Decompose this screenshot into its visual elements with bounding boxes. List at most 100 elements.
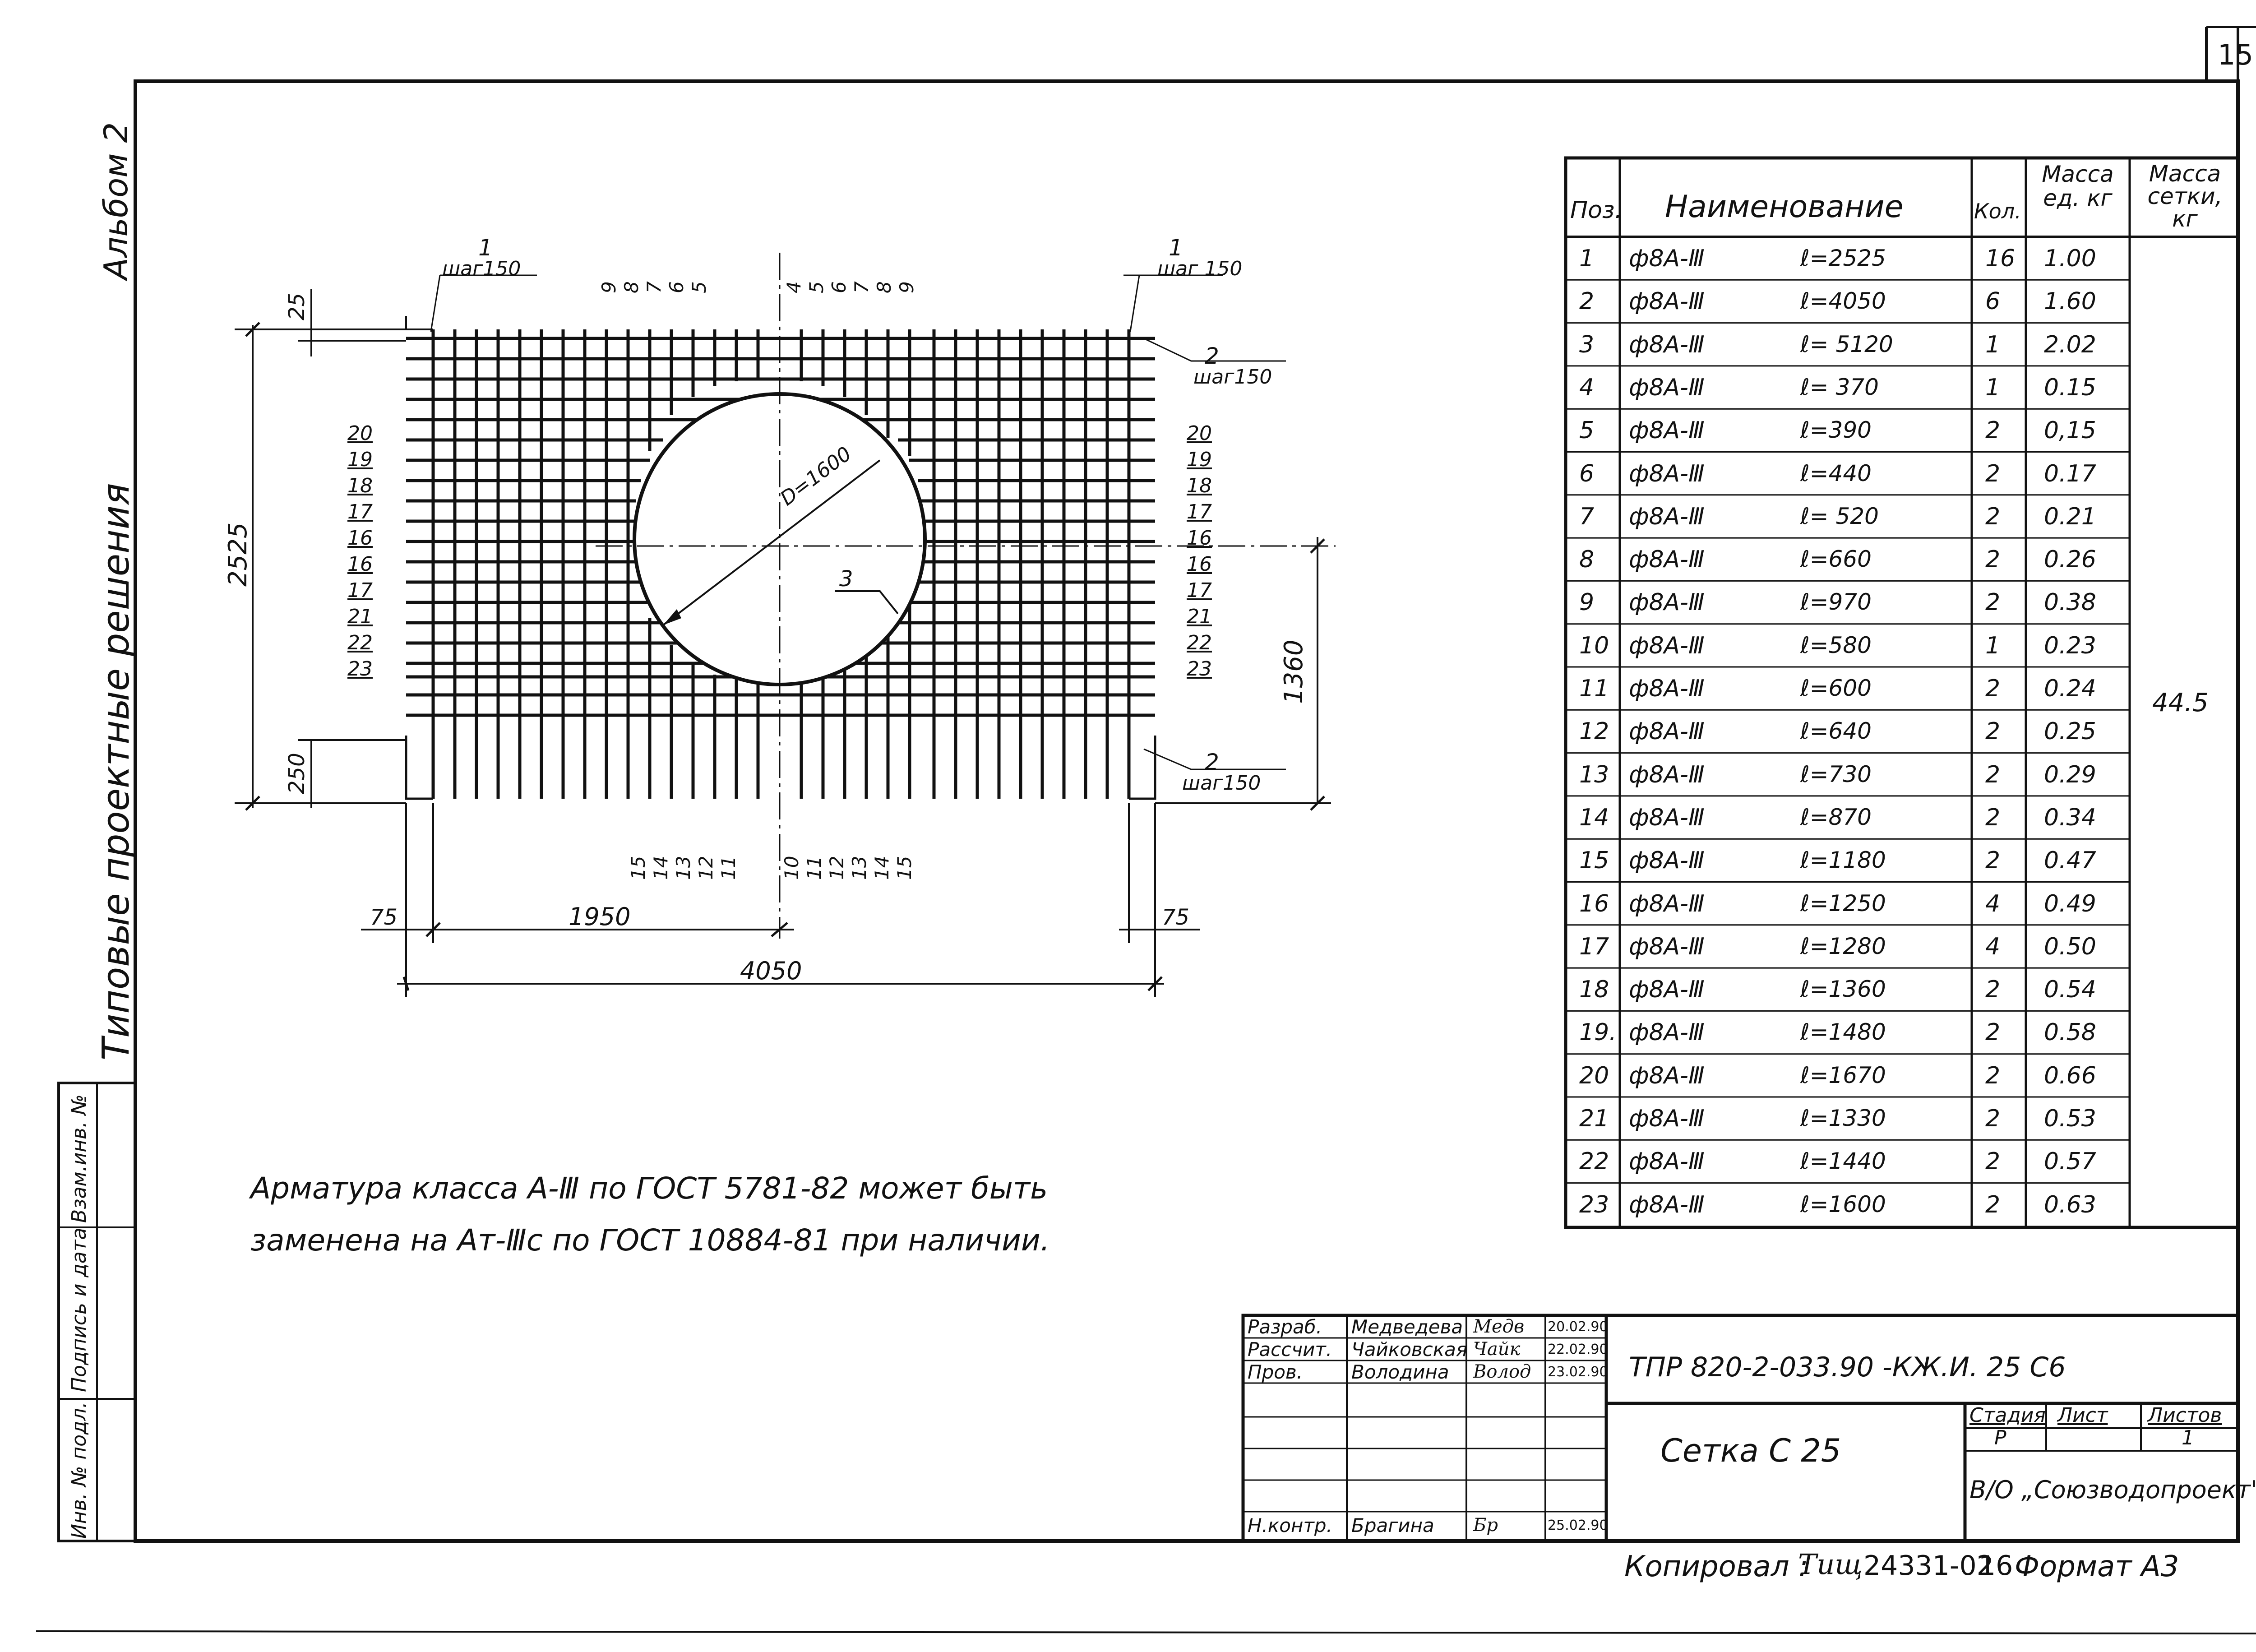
- dim-top-gap: 25: [284, 292, 310, 320]
- spec-name: ф8А-Ⅲ: [1629, 589, 1705, 616]
- spec-unit-mass: 0.54: [2044, 976, 2096, 1004]
- dim-right-height: 1360: [1279, 639, 1308, 704]
- spec-table: [1564, 156, 2240, 1229]
- spec-unit-mass: 0.23: [2044, 632, 2096, 659]
- spec-length: ℓ=580: [1800, 632, 1872, 658]
- bar-callout: 12: [826, 856, 848, 880]
- spec-length: ℓ= 370: [1800, 374, 1879, 400]
- spec-qty: 2: [1985, 417, 2001, 444]
- sheets-label: Листов: [2148, 1404, 2222, 1427]
- spec-length: ℓ=440: [1800, 460, 1872, 486]
- tb-date: 23.02.90: [1548, 1364, 1608, 1380]
- tb-role: Рассчит.: [1248, 1338, 1332, 1360]
- spec-unit-mass: 1.00: [2044, 245, 2096, 272]
- bar-callout: 16: [347, 527, 373, 550]
- spec-qty: 2: [1985, 761, 2001, 788]
- tb-date: 20.02.90: [1548, 1319, 1608, 1335]
- copied-signature: Тищ: [1798, 1548, 1863, 1581]
- spec-length: ℓ=640: [1800, 718, 1872, 745]
- spec-pos: 4: [1579, 374, 1595, 401]
- sign-date-label: Подпись и дата: [68, 1227, 91, 1392]
- spec-name: ф8А-Ⅲ: [1629, 675, 1705, 702]
- pos2-top-pitch: шаг150: [1193, 366, 1272, 389]
- spec-name: ф8А-Ⅲ: [1629, 761, 1705, 788]
- bar-callout: 21: [1187, 605, 1212, 628]
- spec-qty: 2: [1985, 1062, 2001, 1089]
- spec-unit-mass: 0.63: [2044, 1191, 2096, 1218]
- order-number: 24331-02: [1863, 1550, 1994, 1582]
- spec-length: ℓ=660: [1800, 546, 1872, 573]
- spec-name: ф8А-Ⅲ: [1629, 890, 1705, 917]
- spec-name: ф8А-Ⅲ: [1629, 417, 1705, 444]
- spec-pos: 19.: [1579, 1019, 1617, 1046]
- bar-callout: 4: [783, 281, 805, 293]
- spec-pos: 7: [1579, 503, 1595, 530]
- organization: В/О „Союзводопроект": [1969, 1476, 2256, 1504]
- spec-length: ℓ=1360: [1800, 976, 1886, 1003]
- bar-callout: 12: [695, 856, 717, 880]
- bar-callout: 8: [620, 281, 643, 293]
- bar-callout: 5: [805, 281, 828, 293]
- tb-date: 25.02.90: [1548, 1518, 1608, 1533]
- sheet-number: 15: [2218, 38, 2253, 71]
- tb-signature: Бр: [1473, 1515, 1498, 1536]
- dim-height: 2525: [223, 522, 253, 587]
- spec-unit-mass: 0,15: [2044, 417, 2096, 444]
- spec-qty: 4: [1985, 890, 2001, 917]
- spec-length: ℓ=390: [1800, 417, 1872, 444]
- tb-person: Медведева: [1351, 1316, 1463, 1338]
- spec-unit-mass: 0.38: [2044, 589, 2096, 616]
- replace-inv-label: Взам.инв. №: [68, 1094, 91, 1223]
- spec-length: ℓ=1440: [1800, 1148, 1886, 1175]
- spec-pos: 17: [1579, 933, 1609, 960]
- spec-pos: 10: [1579, 632, 1609, 659]
- spec-name: ф8А-Ⅲ: [1629, 331, 1705, 358]
- bar-callout: 16: [1187, 553, 1212, 576]
- spec-length: ℓ=870: [1800, 804, 1872, 830]
- bar-callout: 14: [650, 856, 672, 880]
- bar-callout: 19: [1187, 448, 1212, 471]
- spec-unit-mass: 0.29: [2044, 761, 2096, 788]
- spec-name: ф8А-Ⅲ: [1629, 632, 1705, 659]
- bar-callout: 17: [347, 500, 373, 523]
- spec-qty: 2: [1985, 718, 2001, 745]
- spec-unit-mass: 0.21: [2044, 503, 2096, 530]
- spec-unit-mass: 0.25: [2044, 718, 2096, 745]
- spec-length: ℓ=730: [1800, 761, 1872, 787]
- inv-no-label: Инв. № подл.: [68, 1402, 91, 1539]
- sheet-frame: [134, 79, 2240, 1543]
- pos1-right-label: 1: [1169, 235, 1183, 261]
- spec-pos: 8: [1579, 546, 1595, 574]
- tb-signature: Медв: [1473, 1316, 1525, 1337]
- spec-pos: 14: [1579, 804, 1609, 831]
- bar-callout: 20: [1187, 422, 1212, 445]
- bar-callout: 8: [873, 281, 895, 293]
- copied-label: Копировал :: [1624, 1550, 1808, 1583]
- footer-sheet-number: 16: [1979, 1550, 2013, 1582]
- spec-qty: 16: [1985, 245, 2016, 272]
- spec-unit-mass: 0.50: [2044, 933, 2096, 960]
- bar-callout: 7: [851, 281, 873, 293]
- spec-unit-mass: 0.15: [2044, 374, 2096, 401]
- tb-signature: Волод: [1473, 1361, 1531, 1382]
- tb-role: Разраб.: [1248, 1316, 1322, 1338]
- bar-callout: 15: [893, 856, 915, 880]
- header-unit-mass: Масса ед. кг: [2042, 161, 2114, 211]
- bar-callout: 23: [1187, 657, 1212, 680]
- spec-qty: 6: [1985, 288, 2001, 315]
- stage-label: Стадия: [1969, 1404, 2046, 1427]
- spec-name: ф8А-Ⅲ: [1629, 503, 1705, 530]
- tb-person: Володина: [1351, 1361, 1449, 1383]
- stage-value: Р: [1994, 1426, 2006, 1449]
- bar-callout: 15: [627, 856, 649, 880]
- pos2-bottom-pitch: шаг150: [1182, 772, 1261, 795]
- spec-unit-mass: 1.60: [2044, 288, 2096, 315]
- spec-unit-mass: 0.49: [2044, 890, 2096, 917]
- spec-pos: 6: [1579, 460, 1595, 487]
- bar-callout: 17: [1187, 579, 1212, 602]
- spec-pos: 22: [1579, 1148, 1609, 1175]
- spec-name: ф8А-Ⅲ: [1629, 804, 1705, 831]
- spec-length: ℓ=2525: [1800, 245, 1886, 271]
- spec-unit-mass: 0.47: [2044, 847, 2096, 875]
- note-line-1: Арматура класса А-Ⅲ по ГОСТ 5781-82 може…: [250, 1171, 1048, 1206]
